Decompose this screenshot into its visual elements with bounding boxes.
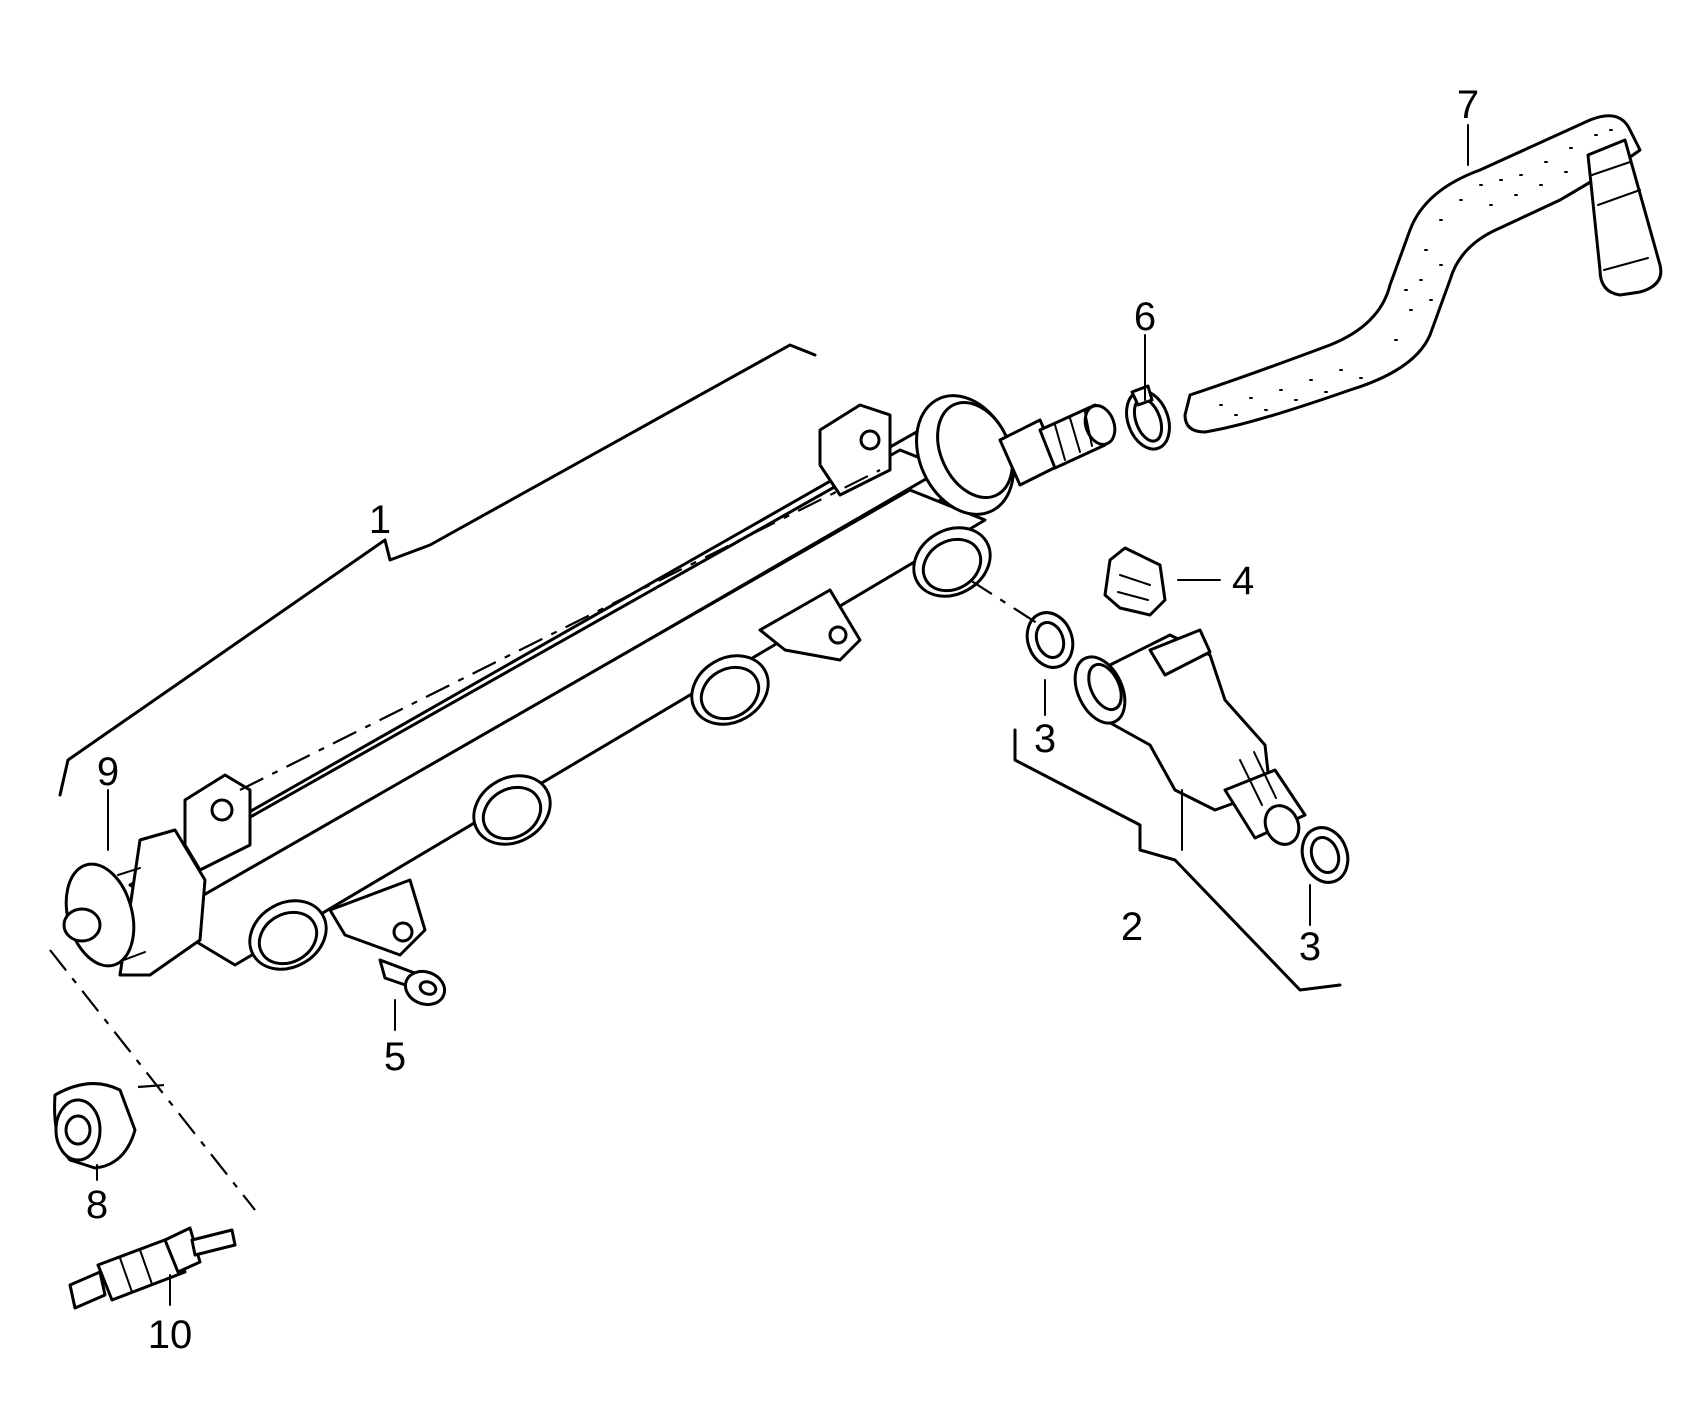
cap xyxy=(53,1082,137,1170)
callout-8: 8 xyxy=(86,1183,108,1227)
callout-7: 7 xyxy=(1457,83,1479,127)
callout-6: 6 xyxy=(1134,295,1156,339)
callouts: 1 2 3 3 4 5 6 7 8 9 10 xyxy=(86,83,1479,1357)
fuel-rail xyxy=(62,394,1117,977)
leader-lines xyxy=(96,124,1469,1306)
bolt xyxy=(378,958,447,1007)
group-bracket-2 xyxy=(1013,728,1342,992)
valve-insert xyxy=(68,1226,237,1310)
callout-1: 1 xyxy=(369,498,391,542)
fuel-injector xyxy=(1073,628,1307,846)
hose-clamp xyxy=(1125,384,1171,451)
callout-5: 5 xyxy=(384,1035,406,1079)
callout-4: 4 xyxy=(1232,559,1254,603)
callout-9: 9 xyxy=(97,750,119,794)
assembly-lines xyxy=(49,469,1041,1211)
o-ring-upper xyxy=(1025,611,1075,669)
callout-10: 10 xyxy=(148,1313,193,1357)
callout-3-lower: 3 xyxy=(1299,925,1321,969)
group-bracket-1 xyxy=(58,343,817,797)
o-ring-lower xyxy=(1300,826,1350,884)
callout-3-upper: 3 xyxy=(1034,717,1056,761)
injector-clip xyxy=(1103,546,1167,617)
callout-2: 2 xyxy=(1121,905,1143,949)
hose-texture-dots xyxy=(1219,129,1613,416)
fuel-hose xyxy=(1183,114,1663,434)
